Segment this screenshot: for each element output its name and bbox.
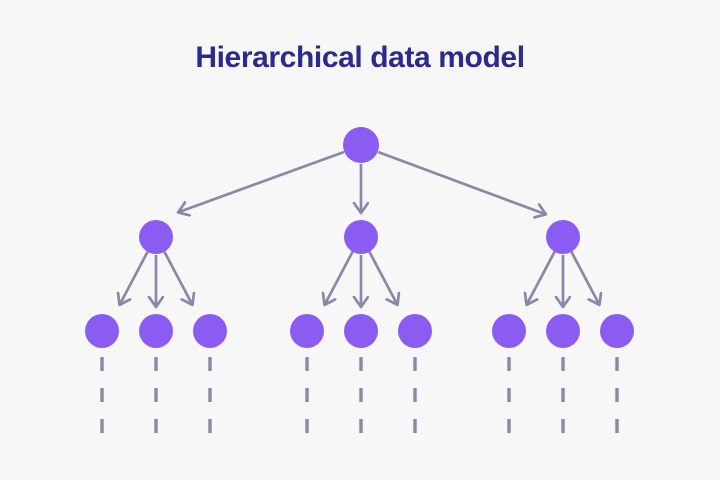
branch-node-2 xyxy=(344,220,378,254)
leaf-node-8 xyxy=(546,314,580,348)
arrow-connector xyxy=(527,250,557,304)
branch-node-1 xyxy=(139,220,173,254)
root-node xyxy=(343,127,379,163)
node-layer xyxy=(85,127,634,348)
arrow-connector xyxy=(569,250,599,304)
leaf-node-3 xyxy=(193,314,227,348)
arrow-connector xyxy=(162,250,192,304)
diagram-title: Hierarchical data model xyxy=(195,41,525,74)
arrow-connector xyxy=(367,250,397,304)
edge-layer xyxy=(100,150,619,437)
leaf-node-5 xyxy=(344,314,378,348)
arrow-connector xyxy=(325,250,355,304)
leaf-node-7 xyxy=(492,314,526,348)
leaf-node-6 xyxy=(398,314,432,348)
branch-node-3 xyxy=(546,220,580,254)
leaf-node-1 xyxy=(85,314,119,348)
arrow-connector xyxy=(179,150,345,212)
leaf-node-9 xyxy=(600,314,634,348)
leaf-node-2 xyxy=(139,314,173,348)
arrow-connector xyxy=(377,150,545,214)
leaf-node-4 xyxy=(290,314,324,348)
arrow-connector xyxy=(120,250,150,304)
